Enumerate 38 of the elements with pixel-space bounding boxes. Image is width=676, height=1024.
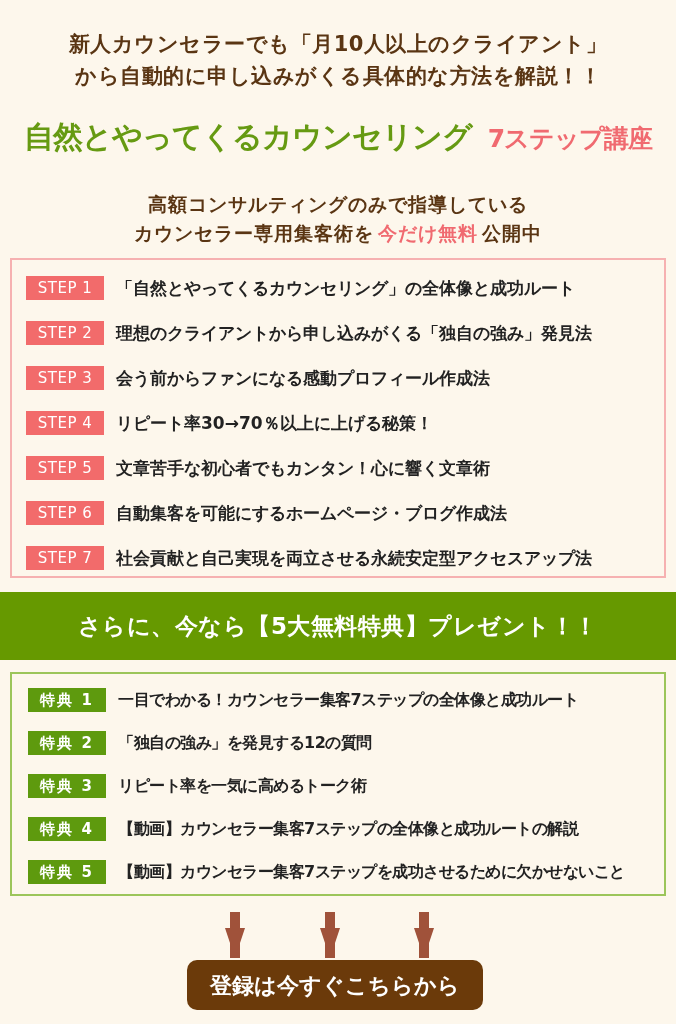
bonus-description: 「独自の強み」を発見する12の質問: [118, 732, 372, 754]
tagline-text: 高額コンサルティングのみで指導している: [147, 192, 529, 217]
bonus-panel: [10, 672, 666, 896]
step-description: 自動集客を可能にするホームページ・ブログ作成法: [116, 502, 507, 525]
bonus-badge: 特典 3: [28, 774, 106, 798]
bonus-badge: 特典 1: [28, 688, 106, 712]
bonus-badge: 特典 2: [28, 731, 106, 755]
down-arrow: [225, 912, 245, 958]
bonus-badge: 特典 5: [28, 860, 106, 884]
step-badge: STEP 1: [26, 276, 104, 300]
tagline-text: カウンセラー専用集客術を: [134, 221, 374, 244]
headline-text: 新人カウンセラーでも「月10人以上のクライアント」から自動的に申し込みがくる具体的な方法を解説！！: [67, 31, 609, 90]
step-badge: STEP 4: [26, 411, 104, 435]
bonus-description: 一目でわかる！カウンセラー集客7ステップの全体像と成功ルート: [118, 689, 579, 711]
step-badge: STEP 2: [26, 321, 104, 345]
step-badge: STEP 3: [26, 366, 104, 390]
step-description: 文章苦手な初心者でもカンタン！心に響く文章術: [116, 457, 490, 480]
step-badge: STEP 5: [26, 456, 104, 480]
bonus-description: 【動画】カウンセラー集客7ステップの全体像と成功ルートの解説: [118, 818, 579, 840]
down-arrow: [320, 912, 340, 958]
course-subtitle: 7ステップ講座: [487, 124, 653, 153]
register-button: 登録は今すぐこちらから: [187, 960, 483, 1010]
steps-panel: [10, 258, 666, 578]
course-title: 自然とやってくるカウンセリング: [23, 119, 472, 154]
bonus-description: 【動画】カウンセラー集客7ステップを成功させるために欠かせないこと: [118, 861, 625, 883]
down-arrow: [414, 912, 434, 958]
offer-banner: さらに、今なら【5大無料特典】プレゼント！！: [0, 592, 676, 660]
bonus-description: リピート率を一気に高めるトーク術: [118, 775, 366, 797]
step-description: 「自然とやってくるカウンセリング」の全体像と成功ルート: [116, 277, 575, 300]
tagline-text: 公開中: [482, 221, 542, 244]
step-description: リピート率30→70％以上に上げる秘策！: [116, 412, 433, 435]
highlight-text: 今だけ無料: [378, 221, 478, 244]
step-description: 会う前からファンになる感動プロフィール作成法: [116, 367, 490, 390]
step-description: 理想のクライアントから申し込みがくる「独自の強み」発見法: [116, 322, 592, 345]
bonus-badge: 特典 4: [28, 817, 106, 841]
step-description: 社会貢献と自己実現を両立させる永続安定型アクセスアップ法: [116, 547, 592, 570]
step-badge: STEP 7: [26, 546, 104, 570]
step-badge: STEP 6: [26, 501, 104, 525]
